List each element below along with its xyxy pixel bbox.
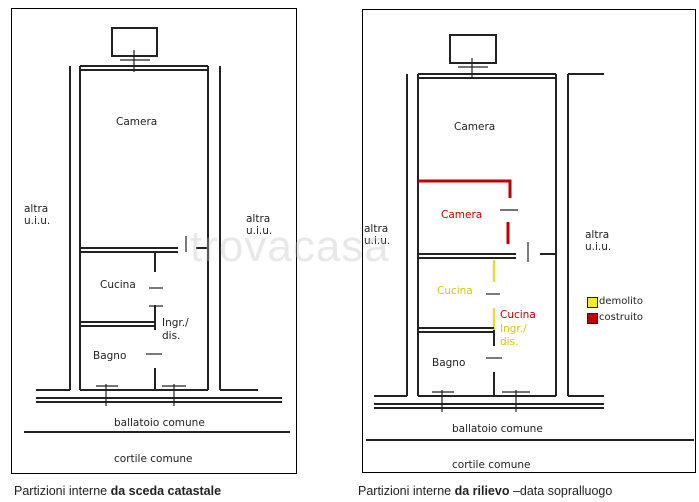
- right-caption: Partizioni interne da rilievo –data sopr…: [358, 484, 612, 498]
- right-neighbor-e-2: u.i.u.: [585, 241, 611, 253]
- right-built-wall-1: [418, 179, 512, 198]
- right-neighbor-e-1: altra: [585, 229, 609, 241]
- left-floor-plan: Camera Cucina Ingr./ dis. Bagno altra u.…: [24, 27, 290, 465]
- left-label-ballatoio: ballatoio comune: [114, 417, 205, 429]
- legend-swatch-costruito: [587, 313, 598, 324]
- right-caption-prefix: Partizioni interne: [358, 484, 455, 498]
- right-label-ingresso-1: Ingr./: [500, 323, 527, 335]
- left-label-bagno: Bagno: [93, 350, 126, 362]
- left-neighbor-w-2: u.i.u.: [24, 215, 50, 227]
- legend-swatch-demolito: [587, 297, 598, 308]
- right-label-ingresso-2: dis.: [500, 336, 518, 348]
- left-caption-prefix: Partizioni interne: [14, 484, 111, 498]
- right-caption-bold: da rilievo: [454, 484, 510, 498]
- legend-label-demolito: demolito: [599, 296, 643, 307]
- left-label-camera: Camera: [116, 116, 157, 128]
- right-label-cucina-new: Cucina: [500, 309, 536, 321]
- right-balcony: [449, 34, 497, 64]
- right-floor-plan: Camera Camera Cucina Cucina Ingr./ dis. …: [364, 34, 694, 471]
- left-label-cortile: cortile comune: [114, 453, 192, 465]
- legend-label-costruito: costruito: [599, 312, 644, 323]
- left-label-ingresso-1: Ingr./: [162, 317, 189, 329]
- left-neighbor-w-1: altra: [24, 203, 48, 215]
- right-label-camera-new: Camera: [441, 209, 482, 221]
- right-label-ballatoio: ballatoio comune: [452, 423, 543, 435]
- right-label-bagno: Bagno: [432, 357, 465, 369]
- right-label-cucina-old: Cucina: [437, 285, 473, 297]
- left-neighbor-e-2: u.i.u.: [246, 225, 272, 237]
- left-caption-bold: da sceda catastale: [110, 484, 222, 498]
- right-neighbor-w-1: altra: [364, 223, 388, 235]
- left-label-cucina: Cucina: [100, 279, 136, 291]
- right-caption-suffix: –data sopralluogo: [509, 484, 613, 498]
- left-plan-frame: [11, 8, 297, 474]
- right-label-cortile: cortile comune: [452, 459, 530, 471]
- left-caption: Partizioni interne da sceda catastale: [14, 484, 221, 498]
- right-label-camera: Camera: [454, 121, 495, 133]
- left-label-ingresso-2: dis.: [162, 330, 180, 342]
- right-neighbor-w-2: u.i.u.: [364, 235, 390, 247]
- left-neighbor-e-1: altra: [246, 213, 270, 225]
